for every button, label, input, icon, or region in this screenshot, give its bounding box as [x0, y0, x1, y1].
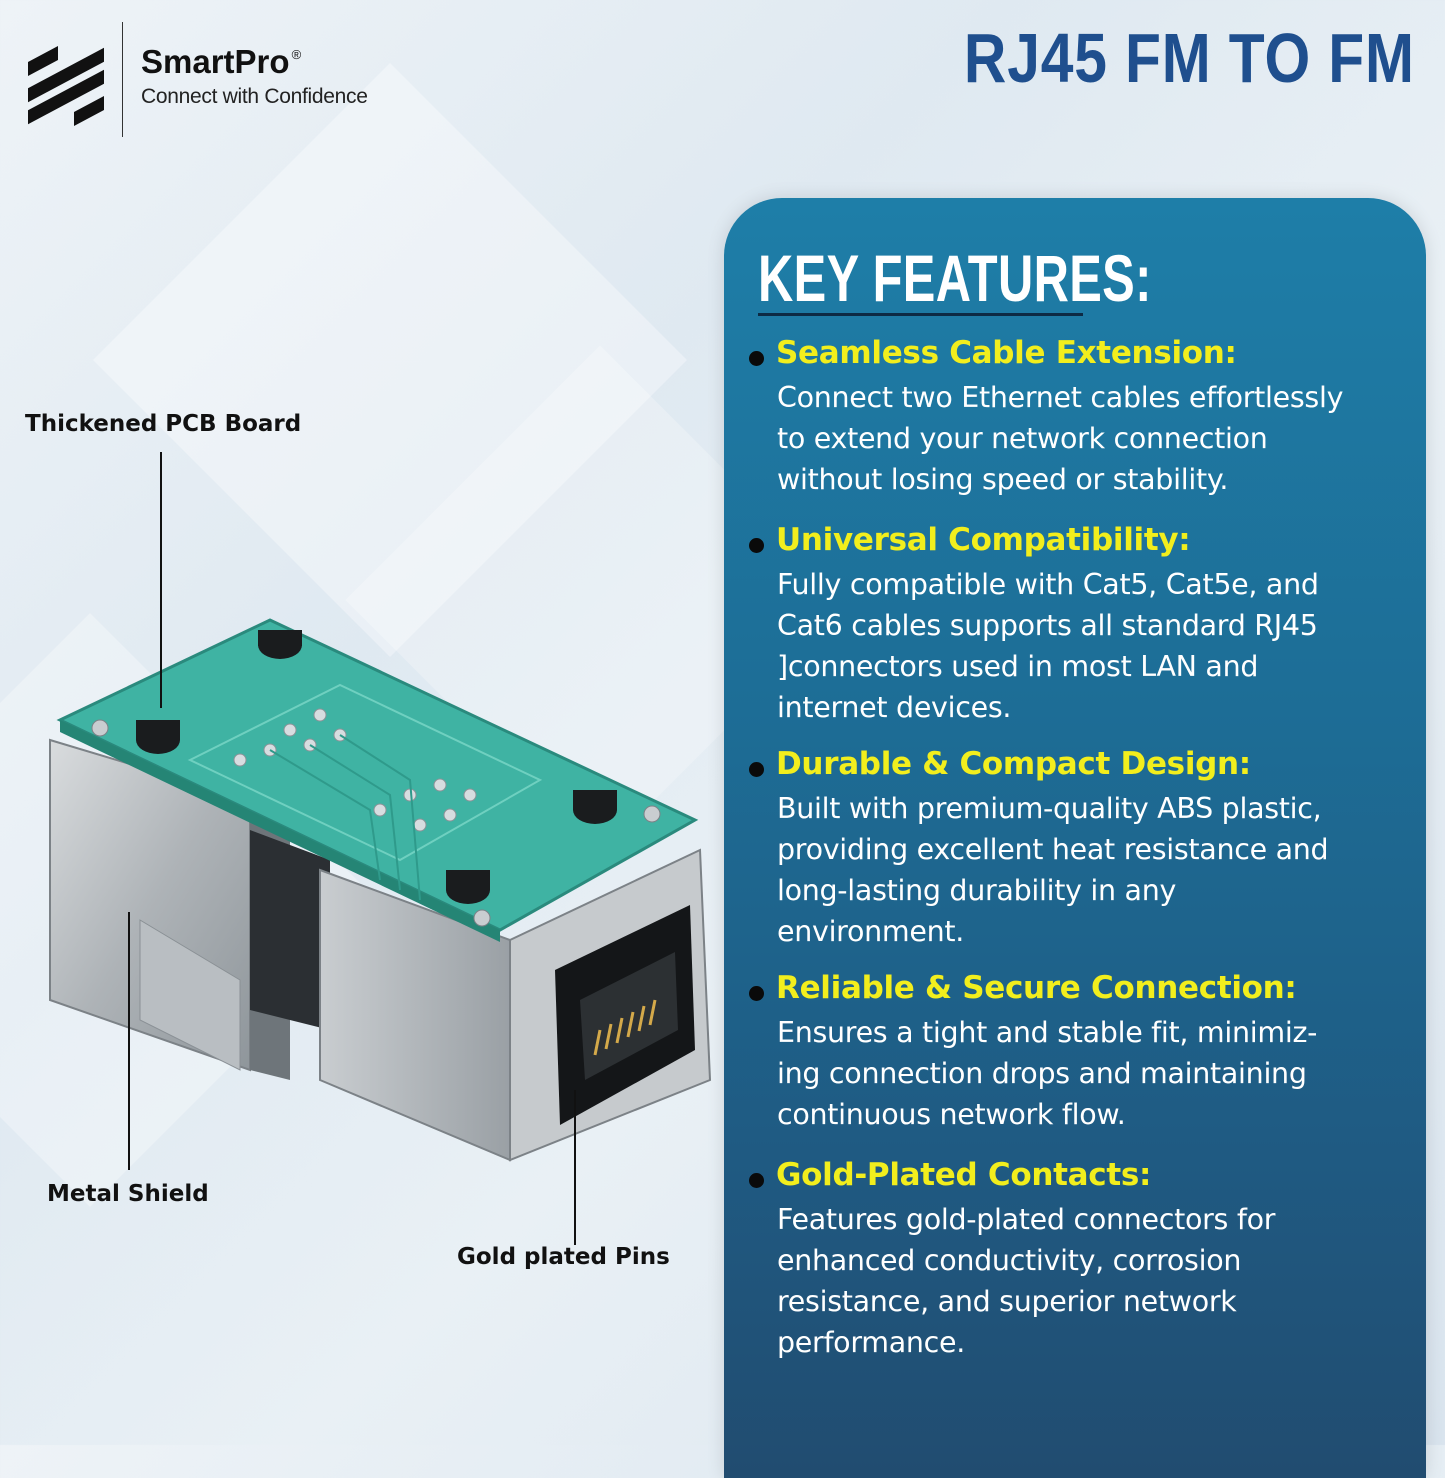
feature-line: to extend your network connection [777, 422, 1268, 455]
callout-shield-label: Metal Shield [47, 1181, 209, 1207]
key-features-title: KEY FEATURES: [758, 241, 1152, 315]
feature-line: ing connection drops and maintaining [777, 1057, 1307, 1090]
feature-description: Fully compatible with Cat5, Cat5e, and C… [746, 564, 1421, 728]
feature-line: long-lasting durability in any [777, 874, 1177, 907]
feature-description: Connect two Ethernet cables effortlessly… [746, 377, 1421, 500]
product-headline: RJ45 FM TO FM [964, 19, 1415, 97]
feature-description: Built with premium-quality ABS plastic, … [746, 788, 1421, 952]
feature-line: resistance, and superior network [777, 1285, 1237, 1318]
feature-title: Universal Compatibility: [746, 522, 1421, 558]
registered-mark: ® [291, 46, 302, 62]
callout-pcb-label: Thickened PCB Board [25, 411, 302, 437]
brand-text: SmartPro® Connect with Confidence [141, 43, 368, 109]
feature-line: providing excellent heat resistance and [777, 833, 1329, 866]
feature-line: Cat6 cables supports all standard RJ45 [777, 609, 1318, 642]
feature-item: Seamless Cable Extension: Connect two Et… [746, 335, 1421, 500]
feature-line: Features gold-plated connectors for [777, 1203, 1276, 1236]
feature-list: Seamless Cable Extension: Connect two Et… [746, 335, 1421, 1363]
brand-tagline: Connect with Confidence [141, 84, 368, 108]
smartpro-logo-icon [22, 40, 106, 126]
brand-name: SmartPro® [141, 42, 302, 80]
feature-item: Universal Compatibility: Fully compatibl… [746, 522, 1421, 728]
key-features-panel [724, 198, 1426, 1478]
feature-item: Durable & Compact Design: Built with pre… [746, 746, 1421, 952]
callout-shield-line [128, 912, 130, 1170]
feature-title: Seamless Cable Extension: [746, 335, 1421, 371]
callout-pins-line [574, 1090, 576, 1245]
feature-line: Connect two Ethernet cables effortlessly [777, 381, 1344, 414]
feature-line: Fully compatible with Cat5, Cat5e, and [777, 568, 1319, 601]
feature-line: enhanced conductivity, corrosion [777, 1244, 1242, 1277]
feature-line: environment. [777, 915, 964, 948]
feature-line: internet devices. [777, 691, 1012, 724]
feature-title: Gold-Plated Contacts: [746, 1157, 1421, 1193]
brand-header: SmartPro® Connect with Confidence [22, 22, 368, 137]
brand-divider [122, 22, 123, 137]
feature-line: without losing speed or stability. [777, 463, 1229, 496]
feature-description: Ensures a tight and stable fit, minimiz-… [746, 1012, 1421, 1135]
feature-title: Durable & Compact Design: [746, 746, 1421, 782]
feature-line: performance. [777, 1326, 965, 1359]
feature-description: Features gold-plated connectors for enha… [746, 1199, 1421, 1363]
feature-item: Reliable & Secure Connection: Ensures a … [746, 970, 1421, 1135]
feature-item: Gold-Plated Contacts: Features gold-plat… [746, 1157, 1421, 1363]
feature-line: continuous network flow. [777, 1098, 1126, 1131]
feature-line: Built with premium-quality ABS plastic, [777, 792, 1322, 825]
callout-pcb-line [160, 452, 162, 708]
feature-title: Reliable & Secure Connection: [746, 970, 1421, 1006]
callout-pins-label: Gold plated Pins [457, 1244, 670, 1270]
feature-line: Ensures a tight and stable fit, minimiz- [777, 1016, 1318, 1049]
key-features-underline [758, 313, 1083, 316]
rj45-coupler-image [49, 618, 712, 1162]
feature-line: ]connectors used in most LAN and [777, 650, 1259, 683]
